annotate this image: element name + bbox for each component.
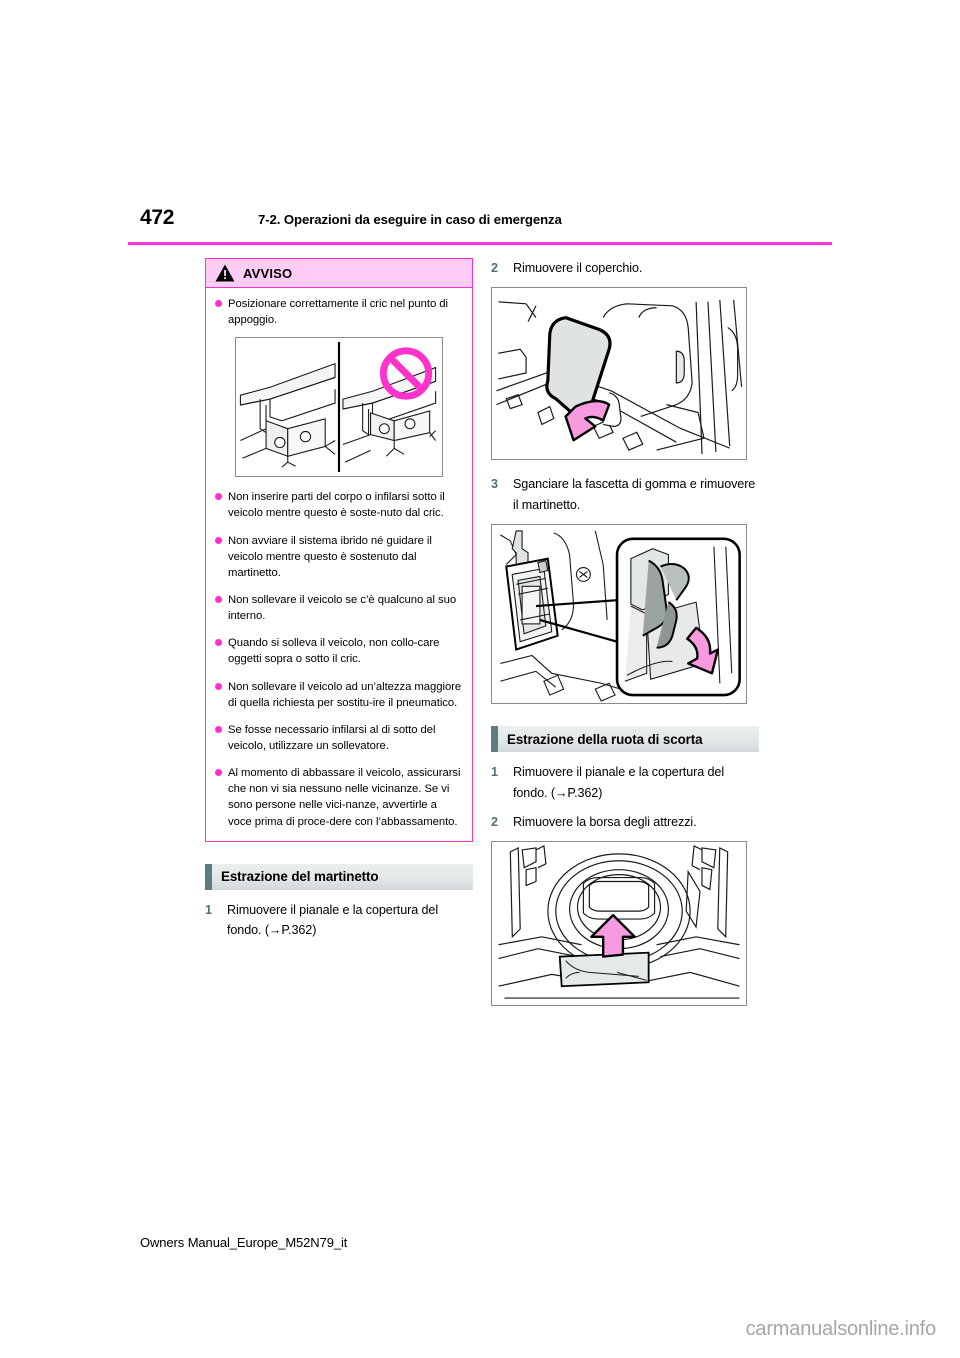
step-number: 1 <box>205 902 213 917</box>
section-heading-spare: Estrazione della ruota di scorta <box>491 726 759 753</box>
bullet-dot-icon <box>215 769 222 777</box>
list-item: Non avviare il sistema ibrido né guidare… <box>215 533 463 581</box>
pink-direction-arrow <box>564 400 611 442</box>
jack-positioning-illustration <box>236 338 442 477</box>
watermark-text: carmanualsonline.info <box>745 1318 937 1340</box>
header-divider <box>128 242 832 245</box>
bullet-dot-icon <box>215 682 222 690</box>
bullet-text: Non avviare il sistema ibrido né guidare… <box>228 534 432 579</box>
list-item: Posizionare correttamente il cric nel pu… <box>215 296 463 328</box>
step-item: 3 Sganciare la fascetta di gomma e rimuo… <box>491 474 759 515</box>
bullet-text: Al momento di abbassare il veicolo, assi… <box>228 767 461 828</box>
section-heading-text: Estrazione del martinetto <box>221 869 379 885</box>
heading-accent-bar <box>205 863 212 890</box>
step-text: Rimuovere il pianale e la copertura del … <box>513 765 725 800</box>
bullet-dot-icon <box>215 725 222 733</box>
step-text: Rimuovere la borsa degli attrezzi. <box>513 814 697 829</box>
prohibition-icon <box>379 347 433 400</box>
left-column: AVVISO Posizionare correttamente il cric… <box>205 258 473 949</box>
list-item: Al momento di abbassare il veicolo, assi… <box>215 765 463 830</box>
step-item: 2 Rimuovere la borsa degli attrezzi. <box>491 812 759 832</box>
bullet-text: Non inserire parti del corpo o infilarsi… <box>228 491 445 520</box>
bullet-dot-icon <box>215 493 222 501</box>
jack-strap-figure <box>491 524 747 705</box>
spare-wheel-toolbag-removal-illustration <box>492 842 746 1006</box>
jack-rubber-strap-detail-illustration <box>492 525 746 704</box>
list-item: Non sollevare il veicolo se c’è qualcuno… <box>215 592 463 624</box>
step-number: 3 <box>491 477 499 492</box>
warning-first-bullet-list: Posizionare correttamente il cric nel pu… <box>215 296 463 328</box>
bullet-text: Posizionare correttamente il cric nel pu… <box>228 298 448 327</box>
step-text: Rimuovere il coperchio. <box>513 261 643 275</box>
heading-accent-bar <box>491 726 498 753</box>
step-number: 2 <box>491 261 499 275</box>
list-item: Quando si solleva il veicolo, non collo-… <box>215 635 463 667</box>
list-item: Non inserire parti del corpo o infilarsi… <box>215 489 463 521</box>
page-header: 472 7-2. Operazioni da eseguire in caso … <box>0 206 960 240</box>
trunk-cover-removal-figure <box>491 287 747 461</box>
spare-wheel-figure <box>491 841 747 1007</box>
warning-triangle-icon <box>215 264 235 282</box>
list-item: Non sollevare il veicolo ad un’altezza m… <box>215 679 463 711</box>
bullet-text: Non sollevare il veicolo ad un’altezza m… <box>228 680 462 709</box>
bullet-dot-icon <box>215 300 222 307</box>
bullet-dot-icon <box>215 595 222 603</box>
chapter-title: 7-2. Operazioni da eseguire in caso di e… <box>258 212 562 227</box>
warning-body: Posizionare correttamente il cric nel pu… <box>206 288 472 841</box>
bullet-dot-icon <box>215 639 222 647</box>
bullet-text: Non sollevare il veicolo se c’è qualcuno… <box>228 593 457 623</box>
warning-bullet-list: Non inserire parti del corpo o infilarsi… <box>215 489 463 829</box>
pink-direction-arrow <box>590 914 636 959</box>
step-number: 1 <box>491 765 499 780</box>
warning-title: AVVISO <box>243 265 293 281</box>
bullet-text: Se fosse necessario infilarsi al di sott… <box>228 723 436 752</box>
step-text: Sganciare la fascetta di gomma e rimuove… <box>513 477 756 512</box>
bullet-text: Quando si solleva il veicolo, non collo-… <box>228 637 440 666</box>
warning-box: AVVISO Posizionare correttamente il cric… <box>205 258 473 842</box>
page-number: 472 <box>140 206 175 229</box>
step-item: 2 Rimuovere il coperchio. <box>491 258 759 278</box>
step-text: Rimuovere il pianale e la copertura del … <box>227 902 439 938</box>
section-heading-text: Estrazione della ruota di scorta <box>507 731 703 747</box>
right-column: 2 Rimuovere il coperchio. <box>491 258 759 1007</box>
list-item: Se fosse necessario infilarsi al di sott… <box>215 722 463 754</box>
step-item: 1 Rimuovere il pianale e la copertura de… <box>491 762 759 803</box>
step-item: 1 Rimuovere il pianale e la copertura de… <box>205 900 473 941</box>
pink-direction-arrow <box>686 626 720 675</box>
jack-positioning-figure <box>235 337 443 478</box>
trunk-cover-removal-illustration <box>492 288 746 460</box>
bullet-dot-icon <box>215 536 222 544</box>
section-heading-jack: Estrazione del martinetto <box>205 863 473 890</box>
footer-filename: Owners Manual_Europe_M52N79_it <box>140 1235 348 1250</box>
warning-header: AVVISO <box>206 259 472 288</box>
step-number: 2 <box>491 814 499 829</box>
